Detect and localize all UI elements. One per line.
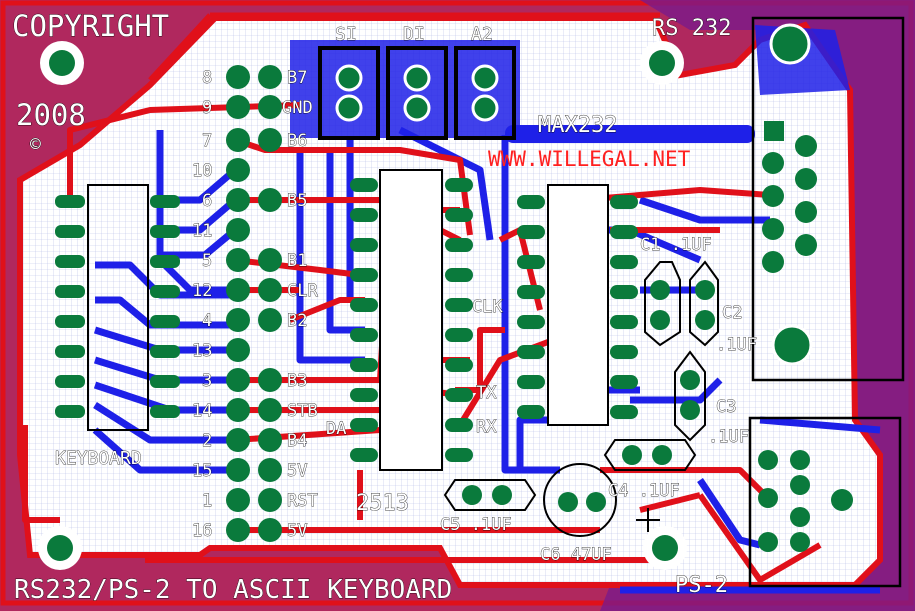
jumper-label-a2: A2 (471, 24, 493, 45)
rs232-connector (751, 16, 905, 382)
pin-number: 9 (202, 98, 212, 118)
blue-bus-max232 (505, 125, 755, 143)
chip-pin-da: DA (326, 419, 346, 439)
pin-number: 16 (192, 521, 212, 541)
jumper-label-di: DI (403, 24, 425, 45)
pin-name: B5 (287, 191, 307, 211)
chip-pin-tx: TX (476, 383, 497, 403)
cap-c3-value: .1UF (708, 427, 749, 447)
chip-2513 (350, 169, 473, 471)
top-red-border (148, 12, 660, 82)
pin-name: STB (287, 401, 318, 421)
copyright-label: COPYRIGHT (12, 9, 169, 43)
header-pins (226, 65, 282, 542)
cap-c1-label: C1 .1UF (640, 235, 712, 255)
pin-name-labels: B7 GND B6 B5 B1 CLR B2 B3 STB B4 5V RST … (282, 68, 319, 542)
pin-name: RST (287, 491, 318, 511)
pin-number: 11 (192, 221, 212, 241)
pin-number: 6 (202, 191, 212, 211)
ps2-label: PS-2 (675, 573, 728, 598)
pin-name: GND (282, 98, 313, 118)
chip-pin-rx: RX (476, 417, 497, 437)
ps2-connector (748, 416, 902, 588)
pin-number: 5 (202, 251, 212, 271)
cap-c4-label: C4 .1UF (608, 481, 680, 501)
chip-pin-clk: CLK (472, 297, 503, 317)
chip-2513-label: 2513 (356, 491, 409, 516)
pin-number: 7 (202, 131, 212, 151)
year-label: 2008 (16, 98, 86, 132)
pin-number: 1 (202, 491, 212, 511)
pin-number: 14 (192, 401, 212, 421)
cap-c2-value: .1UF (716, 335, 757, 355)
chip-max232 (517, 184, 638, 426)
capacitors (443, 260, 719, 537)
pin-number: 13 (192, 341, 212, 361)
pin-name: B2 (287, 311, 307, 331)
pin-number: 2 (202, 431, 212, 451)
rs232-label: RS 232 (652, 16, 731, 41)
pin-name: B1 (287, 251, 307, 271)
pin-name: 5V (287, 461, 307, 481)
pin-number: 8 (202, 68, 212, 88)
keyboard-connector (55, 184, 180, 431)
cap-c6-label: C6 47UF (540, 545, 612, 565)
keyboard-label: KEYBOARD (55, 448, 142, 469)
pin-number: 15 (192, 461, 212, 481)
pin-number: 3 (202, 371, 212, 391)
cap-c3-label: C3 (716, 397, 736, 417)
jumper-label-si: SI (335, 24, 357, 45)
pin-number: 12 (192, 281, 212, 301)
pin-name: B7 (287, 68, 307, 88)
pin-number: 10 (192, 161, 212, 181)
pin-name: B3 (287, 371, 307, 391)
cap-c2-label: C2 (722, 303, 742, 323)
url-label: WWW.WILLEGAL.NET (488, 147, 691, 171)
mounting-holes (38, 23, 813, 570)
pin-number-labels: 8 9 7 10 6 11 5 12 4 13 3 14 2 15 1 16 (192, 68, 213, 542)
jumper-blocks (318, 46, 516, 140)
pin-number: 4 (202, 311, 212, 331)
pin-name: B4 (287, 431, 307, 451)
pin-name: B6 (287, 131, 307, 151)
copyright-symbol: © (30, 134, 41, 155)
pin-name: 5V (287, 521, 307, 541)
footer-title: RS232/PS-2 TO ASCII KEYBOARD (14, 575, 452, 605)
max232-label: MAX232 (538, 113, 617, 138)
pin-name: CLR (287, 281, 318, 301)
cap-c5-label: C5 .1UF (440, 515, 512, 535)
